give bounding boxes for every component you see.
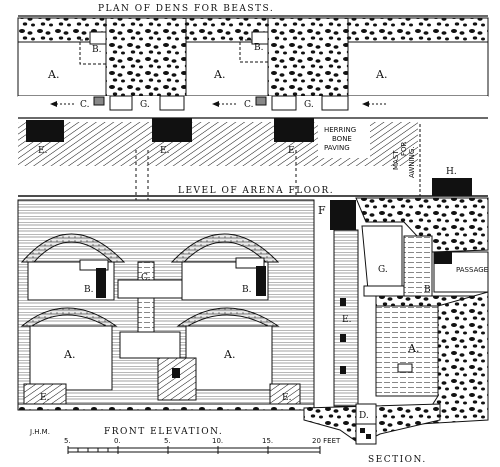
scale-tick-1: 0. — [114, 437, 121, 445]
section-label-d: D. — [359, 411, 369, 421]
elev-label-c: C. — [141, 273, 151, 283]
scale-tick-4: 15. — [262, 437, 273, 445]
elev-label-a-1: A. — [63, 348, 75, 361]
elev-label-e-1: E. — [40, 393, 50, 403]
scale-tick-0: 5. — [64, 437, 71, 445]
section-label-e: E. — [342, 315, 352, 325]
mast-block-h — [432, 178, 472, 196]
section-label-g: G. — [378, 265, 388, 275]
plan-title: PLAN OF DENS FOR BEASTS. — [98, 4, 274, 14]
front-elevation-label: FRONT ELEVATION. — [104, 427, 223, 437]
plan-label-a-2: A. — [213, 68, 225, 81]
svg-text:MAST: MAST — [392, 150, 400, 170]
plan-label-a-3: A. — [375, 68, 387, 81]
scale-tick-2: 5. — [164, 437, 171, 445]
elev-label-e-2: E. — [282, 393, 292, 403]
elev-label-a-2: A. — [223, 348, 235, 361]
signature: J.H.M. — [29, 428, 50, 436]
plan-label-a-1: A. — [47, 68, 59, 81]
plan-view — [17, 15, 489, 166]
paving-label-line-1: HERRING — [324, 126, 356, 134]
section-view — [303, 197, 489, 445]
paving-label-line-3: PAVING — [324, 144, 350, 152]
plan-label-c-1: C. — [80, 100, 90, 110]
svg-text:AWNING.: AWNING. — [408, 146, 416, 178]
svg-text:FOR: FOR — [400, 141, 408, 156]
arena-floor-label: LEVEL OF ARENA FLOOR. — [178, 186, 334, 196]
plan-label-c-2: C. — [244, 100, 254, 110]
flow-arrow-2 — [212, 101, 238, 107]
passage-label: PASSAGE — [456, 266, 488, 274]
elev-label-b-2: B. — [242, 285, 252, 295]
plan-label-g-2: G. — [304, 100, 314, 110]
scale-tick-3: 10. — [212, 437, 223, 445]
front-elevation — [17, 199, 315, 411]
plan-pier-2 — [267, 17, 349, 97]
scale-tick-5: 20 FEET — [312, 437, 341, 445]
scale-bar: 5. 0. 5. 10. 15. 20 FEET — [64, 437, 341, 454]
section-label-b: B. — [424, 285, 434, 295]
plan-label-e-1: E. — [38, 146, 48, 156]
label-h: H. — [446, 167, 457, 177]
flow-arrow-1 — [50, 101, 76, 107]
paving-label-line-2: BONE — [332, 135, 352, 143]
plan-label-e-2: E. — [160, 146, 170, 156]
mast-label: MAST FOR AWNING. — [392, 141, 416, 178]
section-label-a: A. — [407, 342, 419, 355]
plan-label-b-2: B. — [254, 43, 264, 53]
section-label: SECTION. — [368, 455, 427, 465]
plan-pier-1 — [105, 17, 187, 97]
plan-den-1 — [17, 41, 107, 97]
plan-label-b-1: B. — [92, 45, 102, 55]
elev-label-b-1: B. — [84, 285, 94, 295]
plan-label-e-3: E. — [288, 146, 298, 156]
plan-den-3 — [347, 41, 489, 97]
section-label-f: F — [318, 204, 326, 217]
plan-label-g-1: G. — [140, 100, 150, 110]
flow-arrow-3 — [362, 101, 388, 107]
